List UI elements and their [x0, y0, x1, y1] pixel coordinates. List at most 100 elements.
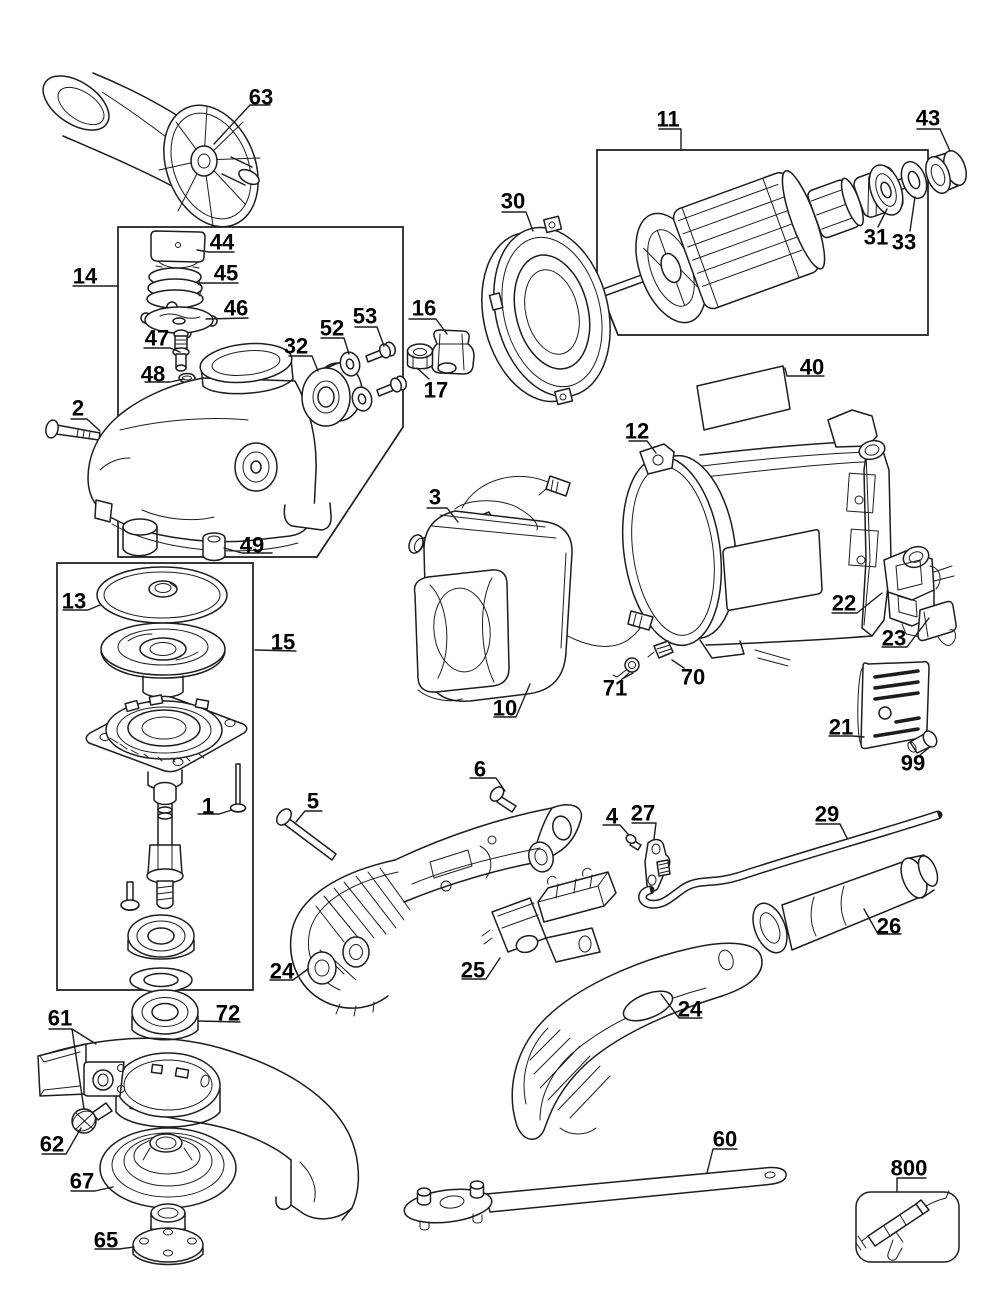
- callout-61: 61: [48, 1006, 72, 1031]
- callout-6: 6: [474, 757, 486, 782]
- part-24-handle-right: [512, 943, 762, 1139]
- part-12-motor-housing: [611, 410, 891, 666]
- callout-31: 31: [864, 225, 888, 250]
- kit-box: [856, 1192, 959, 1262]
- callout-leader-12: [629, 441, 656, 453]
- part-4-screw: [625, 833, 641, 850]
- part-47-lock-pin: [173, 330, 189, 371]
- callout-leader-67: [71, 1187, 113, 1191]
- part-23-brush: [918, 602, 956, 646]
- part-27-lock-lever: [645, 840, 670, 891]
- callout-leader-24: [270, 969, 308, 980]
- callout-leader-32: [289, 356, 318, 371]
- callout-leader-3: [427, 508, 458, 522]
- part-60-wrench: [402, 1167, 786, 1230]
- callout-14: 14: [73, 264, 98, 289]
- part-30-baffle: [465, 215, 627, 414]
- callout-60: 60: [713, 1127, 737, 1152]
- callout-leader-30: [502, 212, 533, 231]
- part-67-backing-flange: [100, 1128, 236, 1208]
- callout-53: 53: [353, 304, 377, 329]
- part-32-gear: [302, 363, 362, 426]
- part-43-bearing-cover: [921, 148, 970, 197]
- callout-44: 44: [210, 230, 235, 255]
- callout-23: 23: [882, 626, 906, 651]
- callout-leader-26: [864, 909, 901, 934]
- callout-leader-23: [882, 618, 929, 647]
- callout-leader-800: [897, 1178, 926, 1192]
- part-33-washer: [897, 158, 932, 202]
- callout-22: 22: [832, 591, 856, 616]
- callout-4: 4: [606, 804, 619, 829]
- callout-leader-1: [198, 810, 232, 814]
- callout-leader-65: [95, 1247, 134, 1249]
- callout-leader-71: [622, 673, 633, 679]
- callout-2: 2: [72, 396, 84, 421]
- part-10-field: [415, 501, 573, 701]
- part-99-screw: [906, 729, 939, 754]
- callout-leader-52: [321, 338, 349, 354]
- part-63-side-handle: [34, 65, 276, 241]
- callout-leader-61: [72, 1029, 84, 1109]
- callout-leader-62: [42, 1128, 81, 1154]
- callout-leader-25: [462, 958, 500, 979]
- part-15-spindle: [147, 783, 183, 909]
- callout-leader-47: [144, 348, 180, 352]
- grease-gun-icon: [856, 1191, 949, 1260]
- part-70-terminal: [648, 641, 673, 658]
- callout-15: 15: [271, 630, 295, 655]
- callout-12: 12: [625, 419, 649, 444]
- callout-leader-72: [198, 1021, 240, 1022]
- callout-5: 5: [307, 789, 319, 814]
- part-1-screw: [231, 764, 246, 812]
- part-15-washer: [130, 968, 192, 992]
- callout-leader-49: [224, 548, 272, 553]
- part-24-handle-left: [291, 805, 582, 1016]
- callout-29: 29: [815, 802, 839, 827]
- part-6-screw: [488, 784, 516, 812]
- callout-leader-60: [707, 1149, 737, 1173]
- callout-leader-40: [785, 368, 824, 376]
- callout-99: 99: [901, 751, 925, 776]
- callout-71: 71: [603, 676, 627, 701]
- callout-3: 3: [429, 485, 441, 510]
- callout-63: 63: [249, 85, 273, 110]
- callout-leader-43: [917, 129, 950, 151]
- part-17-nut: [408, 344, 433, 369]
- callout-leader-99: [920, 747, 930, 755]
- callout-leader-6: [470, 778, 505, 791]
- part-800-kit: [856, 1191, 959, 1262]
- part-62-screw: [69, 1103, 112, 1135]
- box-11: [597, 150, 928, 335]
- callout-leader-15: [255, 650, 296, 651]
- part-40-nameplate: [697, 366, 790, 430]
- callout-leader-44: [197, 250, 234, 252]
- callout-leader-2: [71, 419, 100, 431]
- callout-leader-5: [296, 811, 322, 822]
- callout-leader-53: [355, 327, 384, 346]
- part-49-bushing: [203, 533, 225, 561]
- callout-45: 45: [214, 261, 238, 286]
- part-21-brush-cover: [858, 662, 929, 749]
- part-29-cord: [643, 815, 939, 904]
- part-15-bearing-plate: [86, 695, 247, 789]
- callout-leader-13: [63, 605, 100, 610]
- callout-leader-48: [145, 379, 184, 382]
- callout-65: 65: [94, 1228, 118, 1253]
- callout-49: 49: [240, 533, 264, 558]
- callout-1: 1: [202, 794, 214, 819]
- part-25-switch: [482, 868, 616, 962]
- callout-13: 13: [62, 589, 86, 614]
- callout-leader-16: [409, 319, 447, 334]
- callout-27: 27: [631, 801, 655, 826]
- callout-25: 25: [461, 958, 485, 983]
- callout-43: 43: [916, 106, 940, 131]
- callout-leader-10: [494, 684, 530, 717]
- part-11-armature: [573, 128, 929, 350]
- callout-33: 33: [892, 230, 916, 255]
- part-2-screw: [44, 419, 100, 440]
- callout-32: 32: [284, 334, 308, 359]
- callout-24: 24: [270, 959, 295, 984]
